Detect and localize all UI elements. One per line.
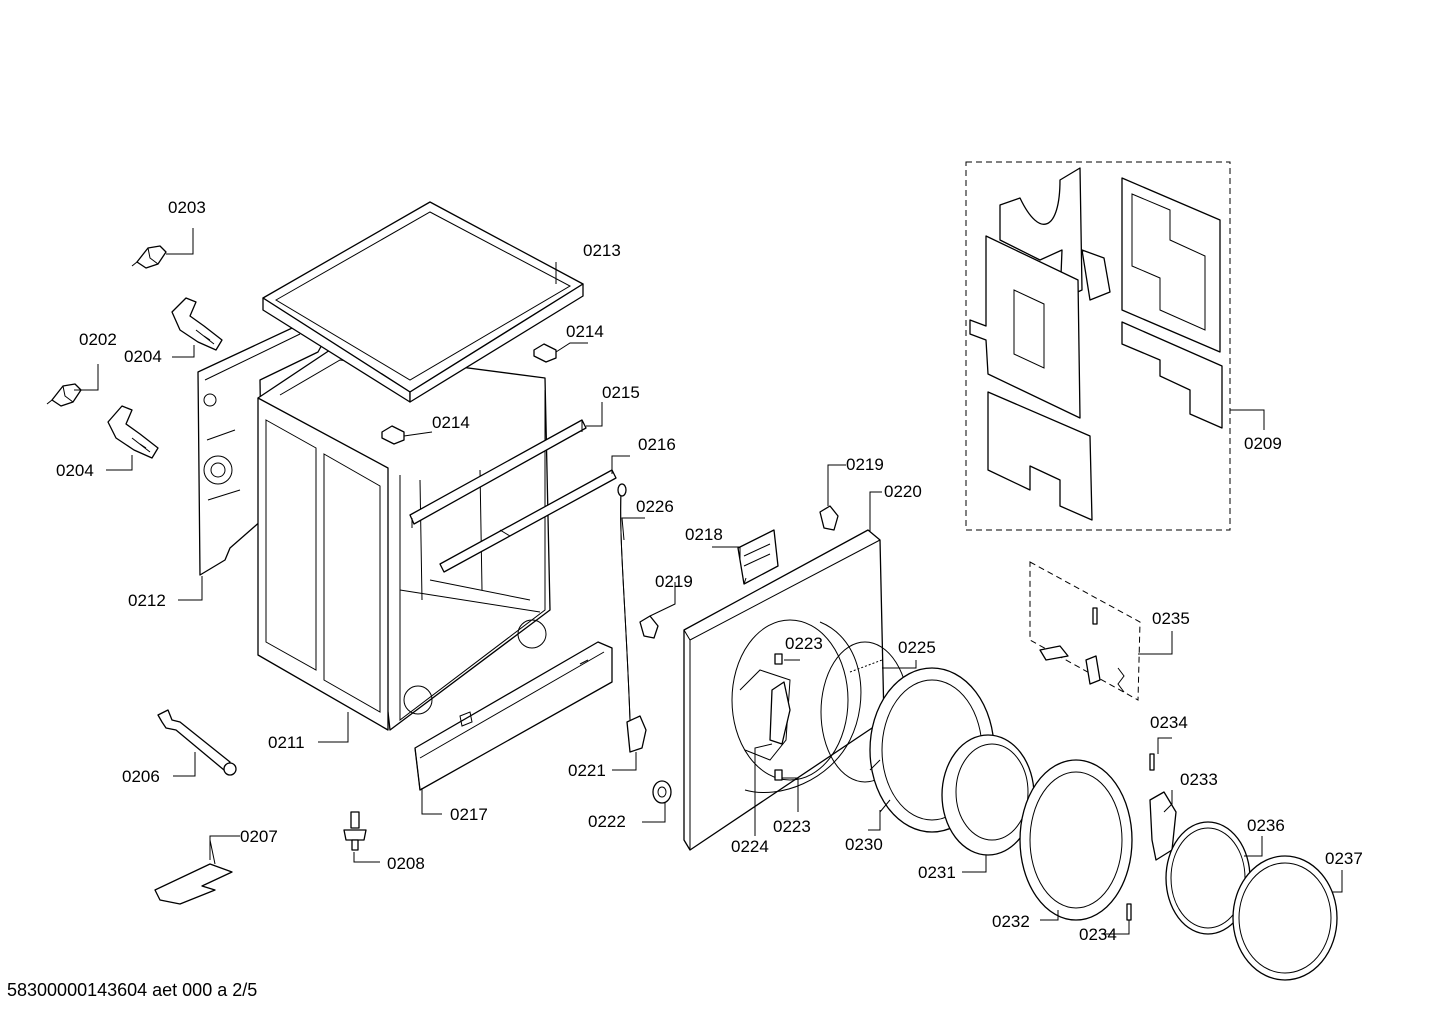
label-0211: 0211: [268, 733, 305, 752]
part-0237-drawing: [1232, 855, 1338, 981]
label-0207: 0207: [240, 827, 278, 846]
part-0211-drawing: [257, 349, 551, 731]
label-0219: 0219: [846, 455, 884, 474]
part-0220-drawing: [683, 529, 885, 851]
part-0207-drawing: [154, 839, 233, 905]
label-0235: 0235: [1152, 609, 1190, 628]
label-0213: 0213: [583, 241, 621, 260]
label-0225: 0225: [898, 638, 936, 657]
label-0230: 0230: [845, 835, 883, 854]
label-0223: 0223: [773, 817, 811, 836]
part-0203-drawing: [131, 245, 167, 269]
part-0214-upper-drawing: [533, 343, 557, 363]
label-0222: 0222: [588, 812, 626, 831]
part-0214-lower-drawing: [381, 425, 405, 445]
part-0231-drawing: [941, 734, 1035, 856]
label-0204: 0204: [124, 347, 162, 366]
label-0209: 0209: [1244, 434, 1282, 453]
part-0206-drawing: [157, 709, 237, 776]
part-0204-lower-drawing: [107, 405, 159, 459]
part-0235-drawing: [1029, 561, 1141, 701]
label-0223: 0223: [785, 634, 823, 653]
part-0226-drawing: [617, 483, 631, 721]
label-0234: 0234: [1150, 713, 1188, 732]
part-0213-drawing: [262, 201, 584, 403]
label-0234: 0234: [1079, 925, 1117, 944]
label-0233: 0233: [1180, 770, 1218, 789]
part-0215-drawing: [409, 419, 587, 528]
label-0224: 0224: [731, 837, 769, 856]
document-id: 58300000143604 aet 000 a 2/5: [7, 980, 258, 1000]
label-0215: 0215: [602, 383, 640, 402]
label-0236: 0236: [1247, 816, 1285, 835]
label-0231: 0231: [918, 863, 956, 882]
label-0218: 0218: [685, 525, 723, 544]
part-0209-drawing: [965, 161, 1231, 531]
label-0208: 0208: [387, 854, 425, 873]
label-0220: 0220: [884, 482, 922, 501]
label-0232: 0232: [992, 912, 1030, 931]
label-0212: 0212: [128, 591, 166, 610]
label-0216: 0216: [638, 435, 676, 454]
label-0206: 0206: [122, 767, 160, 786]
label-0237: 0237: [1325, 849, 1363, 868]
label-0203: 0203: [168, 198, 206, 217]
part-0216-drawing: [439, 469, 617, 573]
part-0218-drawing: [737, 529, 779, 585]
label-0221: 0221: [568, 761, 606, 780]
label-0217: 0217: [450, 805, 488, 824]
part-0208-drawing: [343, 811, 367, 851]
part-labels: 0203 0202 0204 0204 0212 0213 0214 0214 …: [56, 198, 1363, 944]
label-0204: 0204: [56, 461, 94, 480]
part-0217-drawing: [414, 641, 613, 791]
part-0221-drawing: [626, 715, 647, 753]
leader-lines: [74, 228, 1343, 935]
label-0219: 0219: [655, 572, 693, 591]
part-0223-drawing: [774, 653, 783, 781]
part-0232-drawing: [1019, 759, 1133, 921]
label-0214: 0214: [432, 413, 470, 432]
label-0202: 0202: [79, 330, 117, 349]
part-0219-upper-drawing: [819, 505, 839, 531]
part-0202-drawing: [46, 383, 82, 407]
part-0222-drawing: [652, 780, 672, 804]
label-0214: 0214: [566, 322, 604, 341]
part-0204-upper-drawing: [171, 297, 223, 351]
label-0226: 0226: [636, 497, 674, 516]
part-0219-lower-drawing: [639, 615, 659, 639]
